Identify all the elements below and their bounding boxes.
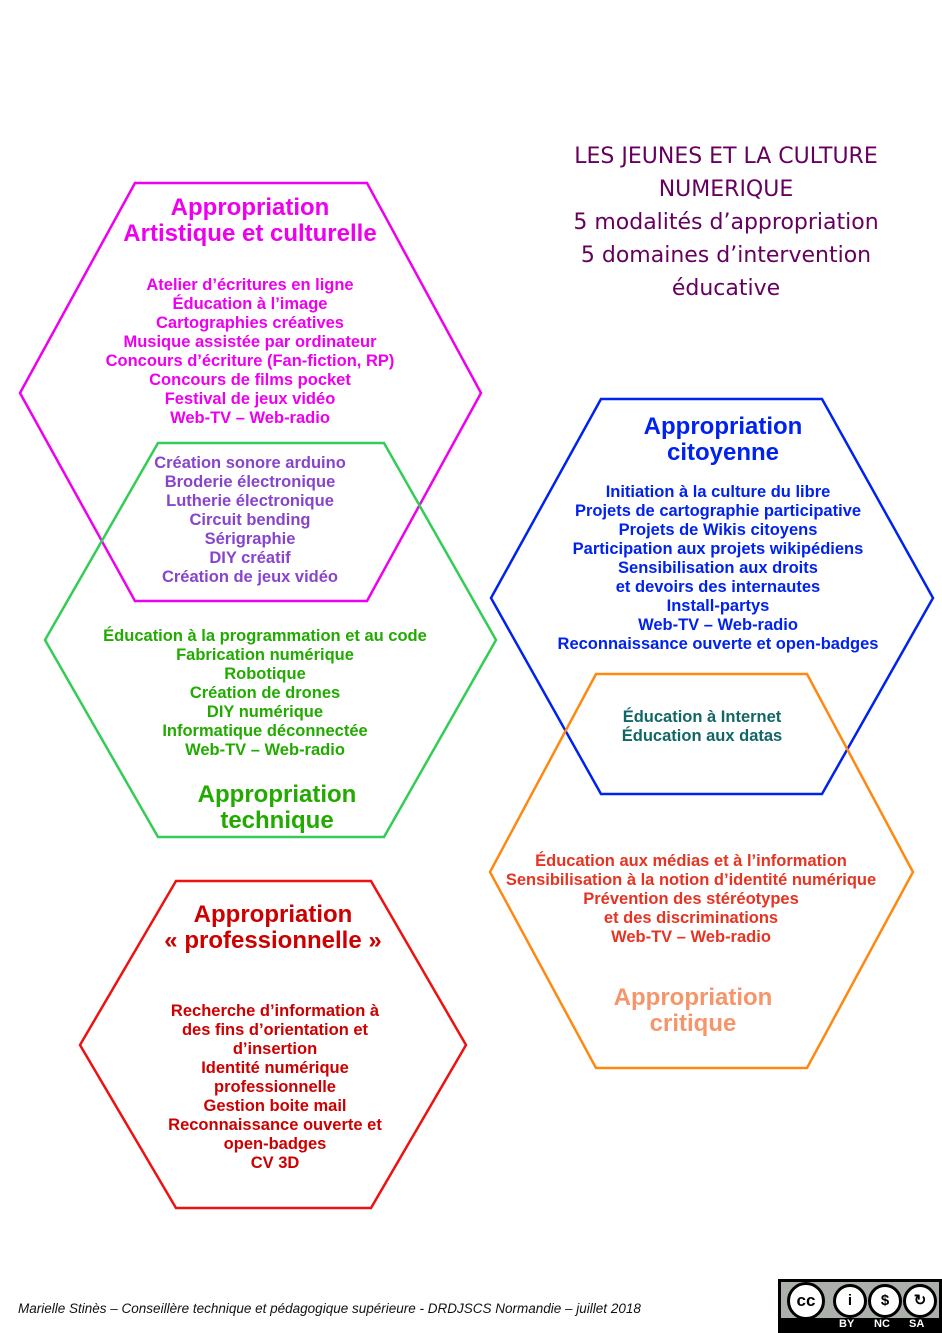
list-item: Informatique déconnectée <box>162 722 368 740</box>
list-item: Initiation à la culture du libre <box>605 483 831 501</box>
list-item: Prévention des stéréotypes <box>583 890 799 908</box>
list-item: Éducation aux médias et à l’information <box>535 852 847 870</box>
list-item: Fabrication numérique <box>176 646 354 664</box>
footer-credit: Marielle Stinès – Conseillère technique … <box>18 1301 641 1316</box>
title-line: Appropriation <box>170 194 330 221</box>
title-line: « professionnelle » <box>164 927 382 954</box>
list-item: Musique assistée par ordinateur <box>123 333 377 351</box>
list-item: Atelier d’écritures en ligne <box>146 276 354 294</box>
by-label: BY <box>839 1318 855 1330</box>
by-person-icon: i <box>833 1284 867 1318</box>
list-item: Web-TV – Web-radio <box>185 741 345 759</box>
title-line: 5 modalités d’appropriation <box>573 210 879 235</box>
list-item: Recherche d’information à <box>170 1002 380 1020</box>
title-line: NUMERIQUE <box>658 177 794 202</box>
list-item: Sérigraphie <box>204 530 296 548</box>
list-item: Sensibilisation aux droits <box>618 559 818 577</box>
nc-label: NC <box>874 1318 890 1330</box>
list-item: Éducation à Internet <box>622 708 782 726</box>
title-line: critique <box>649 1010 737 1037</box>
list-item: Web-TV – Web-radio <box>638 616 798 634</box>
list-item: CV 3D <box>250 1154 300 1172</box>
hexagon-citoyenne <box>489 397 935 796</box>
list-item: Web-TV – Web-radio <box>611 928 771 946</box>
title-line: Appropriation <box>613 984 773 1011</box>
list-item: professionnelle <box>214 1078 336 1096</box>
list-item: Projets de Wikis citoyens <box>618 521 818 539</box>
list-item: et des discriminations <box>603 909 779 927</box>
technique-items: Éducation à la programmation et au code … <box>65 627 465 760</box>
critique-items: Éducation aux médias et à l’information … <box>466 852 916 947</box>
title-line: Appropriation <box>193 901 353 928</box>
list-item: DIY numérique <box>206 703 324 721</box>
cc-icon: cc <box>787 1282 825 1320</box>
overlap-art-tech-items: Création sonore arduino Broderie électro… <box>100 454 400 587</box>
title-line: Appropriation <box>643 413 803 440</box>
list-item: d’insertion <box>232 1040 318 1058</box>
artistique-items: Atelier d’écritures en ligne Éducation à… <box>50 276 450 428</box>
hexagon-artistique <box>18 181 483 603</box>
citoyenne-items: Initiation à la culture du libre Projets… <box>518 483 918 654</box>
list-item: Robotique <box>224 665 306 683</box>
list-item: Gestion boite mail <box>203 1097 347 1115</box>
list-item: Festival de jeux vidéo <box>164 390 336 408</box>
professionnelle-items: Recherche d’information à des fins d’ori… <box>125 1002 425 1173</box>
list-item: Identité numérique <box>201 1059 349 1077</box>
title-line: 5 domaines d’intervention <box>580 243 872 268</box>
list-item: Circuit bending <box>189 511 311 529</box>
list-item: Reconnaissance ouverte et <box>168 1116 382 1134</box>
list-item: Création de drones <box>189 684 341 702</box>
list-item: Web-TV – Web-radio <box>170 409 330 427</box>
list-item: Création de jeux vidéo <box>161 568 339 586</box>
list-item: Concours d’écriture (Fan-fiction, RP) <box>105 352 395 370</box>
list-item: et devoirs des internautes <box>615 578 821 596</box>
sa-label: SA <box>909 1318 925 1330</box>
list-item: Projets de cartographie participative <box>574 502 862 520</box>
nc-dollar-icon: $ <box>868 1284 902 1318</box>
overlap-cit-crit-items: Éducation à Internet Éducation aux datas <box>552 708 852 746</box>
citoyenne-title: Appropriation citoyenne <box>573 414 873 466</box>
list-item: Création sonore arduino <box>154 454 346 472</box>
list-item: Lutherie électronique <box>166 492 334 510</box>
critique-title: Appropriation critique <box>543 985 843 1037</box>
sa-share-icon: ↻ <box>903 1284 937 1318</box>
list-item: Participation aux projets wikipédiens <box>572 540 864 558</box>
list-item: Éducation à l’image <box>172 295 328 313</box>
title-line: Artistique et culturelle <box>123 220 377 247</box>
list-item: Concours de films pocket <box>149 371 351 389</box>
title-line: citoyenne <box>666 439 780 466</box>
list-item: Cartographies créatives <box>155 314 344 332</box>
list-item: Install-partys <box>666 597 770 615</box>
artistique-title: Appropriation Artistique et culturelle <box>50 195 450 247</box>
list-item: Broderie électronique <box>164 473 336 491</box>
hexagon-technique <box>43 441 498 839</box>
list-item: Éducation à la programmation et au code <box>103 627 427 645</box>
cc-license-badge: cc i $ ↻ BY NC SA <box>778 1279 942 1333</box>
main-title: LES JEUNES ET LA CULTURE NUMERIQUE 5 mod… <box>540 140 912 305</box>
professionnelle-title: Appropriation « professionnelle » <box>123 902 423 954</box>
list-item: Sensibilisation à la notion d’identité n… <box>505 871 877 889</box>
technique-title: Appropriation technique <box>127 782 427 834</box>
title-line: technique <box>220 807 334 834</box>
list-item: Éducation aux datas <box>621 727 783 745</box>
list-item: des fins d’orientation et <box>181 1021 369 1039</box>
title-line: éducative <box>671 276 781 301</box>
list-item: Reconnaissance ouverte et open-badges <box>557 635 879 653</box>
hexagon-critique <box>488 672 915 1070</box>
title-line: Appropriation <box>197 781 357 808</box>
hexagon-professionnelle <box>78 879 468 1210</box>
title-line: LES JEUNES ET LA CULTURE <box>574 144 878 169</box>
list-item: DIY créatif <box>209 549 291 567</box>
list-item: open-badges <box>223 1135 327 1153</box>
